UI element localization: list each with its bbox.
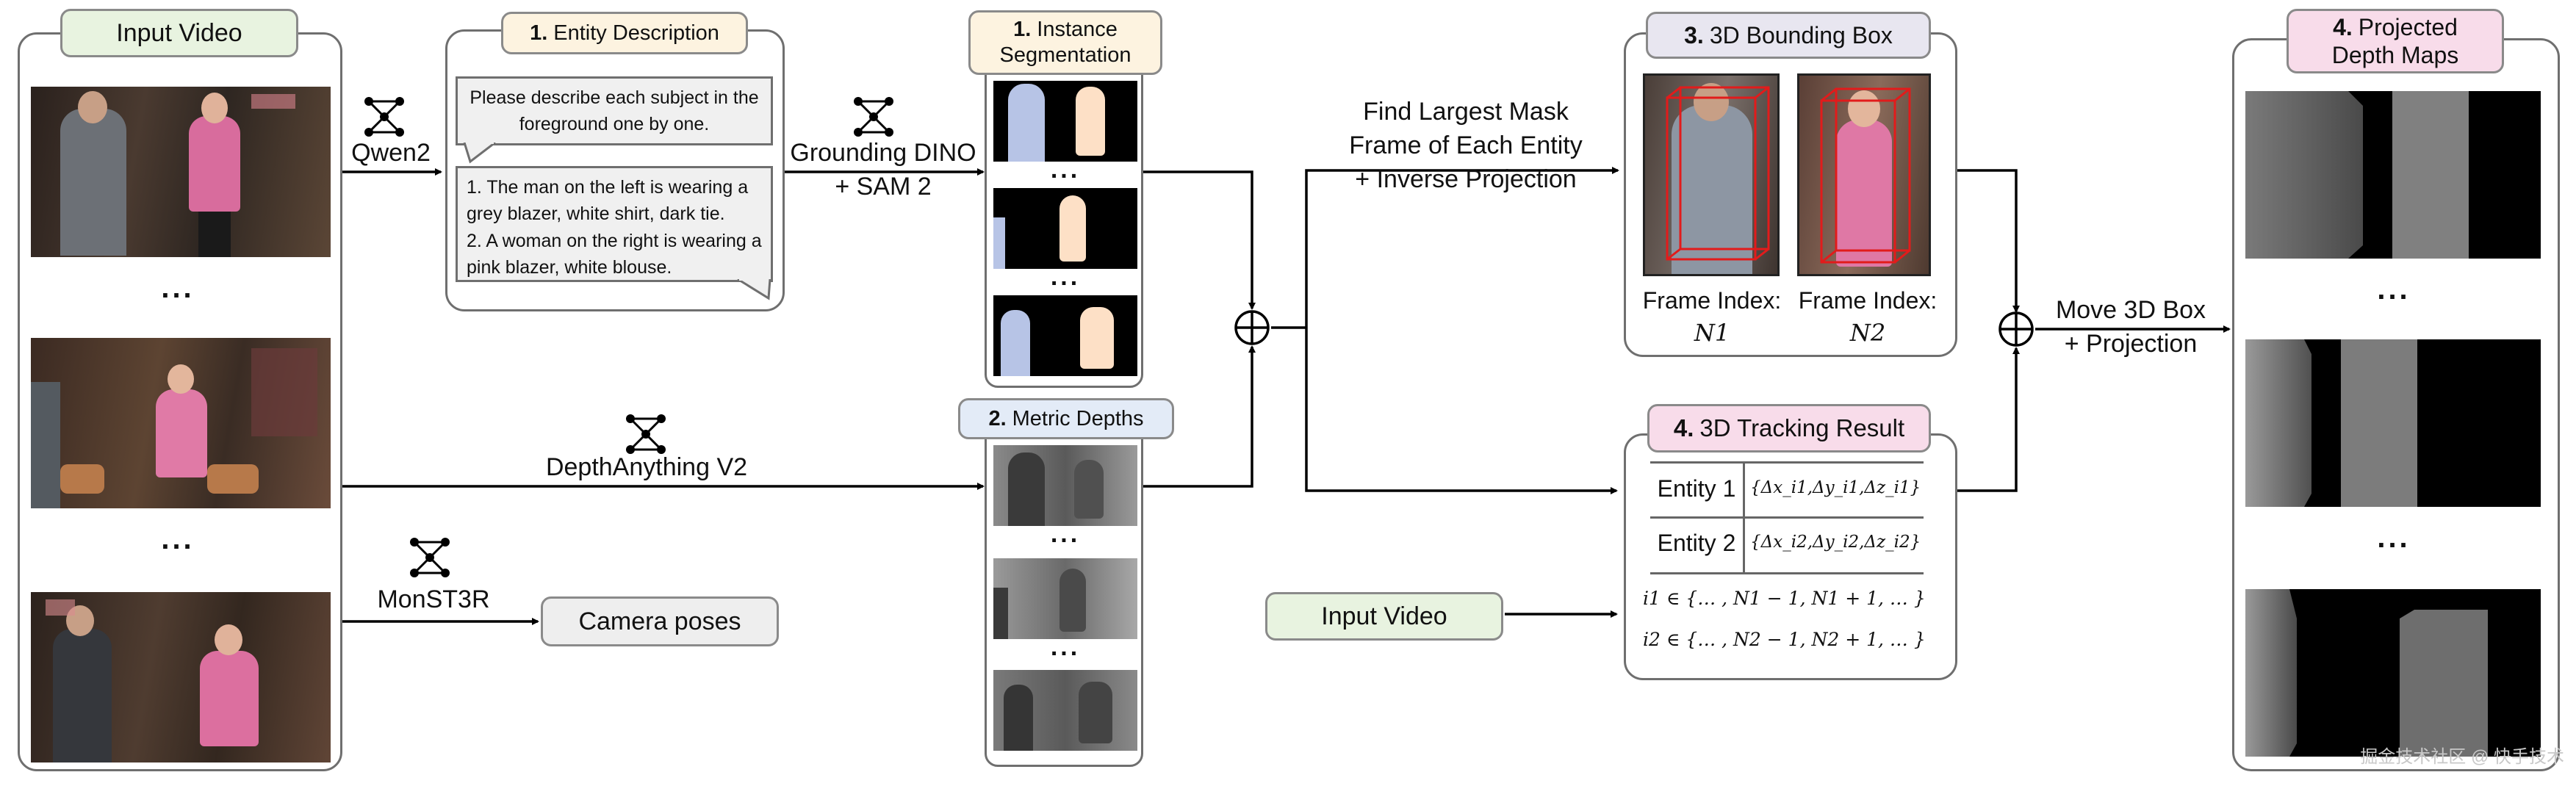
depth-map-1 [993, 445, 1137, 526]
bbox-frame-1 [1643, 73, 1780, 276]
projected-title: 4.Projected Depth Maps [2287, 9, 2504, 73]
tracking-title: 4.3D Tracking Result [1647, 404, 1931, 453]
frame-index-label-1: Frame Index: [1642, 287, 1782, 314]
move-box-text: Move 3D Box + Projection [2055, 296, 2206, 358]
projected-dots-2: ... [2377, 522, 2411, 554]
depth-dots-1: ... [1050, 520, 1081, 548]
tracking-panel [1624, 433, 1957, 680]
tracking-table: Entity 1 {Δx_i1,Δy_i1,Δz_i1} Entity 2 {Δ… [1650, 461, 1924, 574]
monst3r-label: MonST3R [377, 585, 490, 613]
seg-dots-2: ... [1050, 263, 1081, 291]
depth-map-3 [993, 670, 1137, 751]
video-frame-2 [31, 338, 331, 508]
network-icon [364, 97, 404, 137]
entity-1-label: Entity 1 [1657, 475, 1736, 502]
entity-2-formula: {Δx_i2,Δy_i2,Δz_i2} [1750, 533, 1921, 552]
watermark: 掘金技术社区 @ 快手技术 [2360, 747, 2564, 767]
oplus-2 [1998, 311, 2034, 347]
bubble-tail [463, 143, 496, 164]
bbox-title: 3.3D Bounding Box [1646, 12, 1931, 59]
seg-dots-1: ... [1050, 156, 1081, 184]
grounding-label: Grounding DINO + SAM 2 [790, 139, 976, 201]
response-line-2: 2. A woman on the right is wearing a pin… [467, 230, 762, 278]
projected-dots-1: ... [2377, 273, 2411, 306]
seg-mask-1 [993, 81, 1137, 162]
entity-1-formula: {Δx_i1,Δy_i1,Δz_i1} [1750, 478, 1921, 497]
entity-description-title: 1.Entity Description [501, 12, 748, 54]
depths-title: 2.Metric Depths [958, 398, 1174, 439]
projected-map-1 [2245, 91, 2541, 259]
frame-index-var-1: N1 [1694, 319, 1730, 347]
video-frame-3 [31, 592, 331, 762]
projected-map-2 [2245, 339, 2541, 507]
index-set-1: i1 ∈ {… , N1 − 1, N1 + 1, … } [1643, 588, 1926, 609]
response-bubble: 1. The man on the left is wearing a grey… [456, 166, 773, 282]
video-frame-1 [31, 87, 331, 257]
prompt-bubble: Please describe each subject in the fore… [456, 76, 773, 145]
depth-map-2 [993, 558, 1137, 639]
qwen-label: Qwen2 [351, 139, 431, 167]
network-icon [410, 538, 450, 577]
camera-poses-box: Camera poses [541, 596, 779, 646]
segmentation-title: 1.Instance Segmentation [968, 10, 1162, 75]
seg-mask-3 [993, 295, 1137, 376]
bubble-tail [737, 279, 771, 300]
depthanything-label: DepthAnything V2 [545, 453, 748, 481]
network-icon [626, 414, 666, 454]
projected-map-3 [2245, 589, 2541, 757]
response-line-1: 1. The man on the left is wearing a grey… [467, 177, 749, 225]
frame-index-var-2: N2 [1849, 319, 1886, 347]
entity-2-label: Entity 2 [1657, 530, 1736, 556]
seg-mask-2 [993, 188, 1137, 269]
network-icon [854, 97, 893, 137]
depth-dots-2: ... [1050, 633, 1081, 661]
find-mask-text: Find Largest Mask Frame of Each Entity +… [1349, 98, 1583, 193]
input-video-box: Input Video [1265, 592, 1503, 641]
frame-index-label-2: Frame Index: [1798, 287, 1938, 314]
input-video-title: Input Video [60, 9, 298, 57]
video-dots-1: ... [161, 272, 195, 304]
oplus-1 [1234, 310, 1270, 345]
bbox-frame-2 [1797, 73, 1931, 276]
video-dots-2: ... [161, 523, 195, 555]
index-set-2: i2 ∈ {… , N2 − 1, N2 + 1, … } [1643, 629, 1926, 650]
